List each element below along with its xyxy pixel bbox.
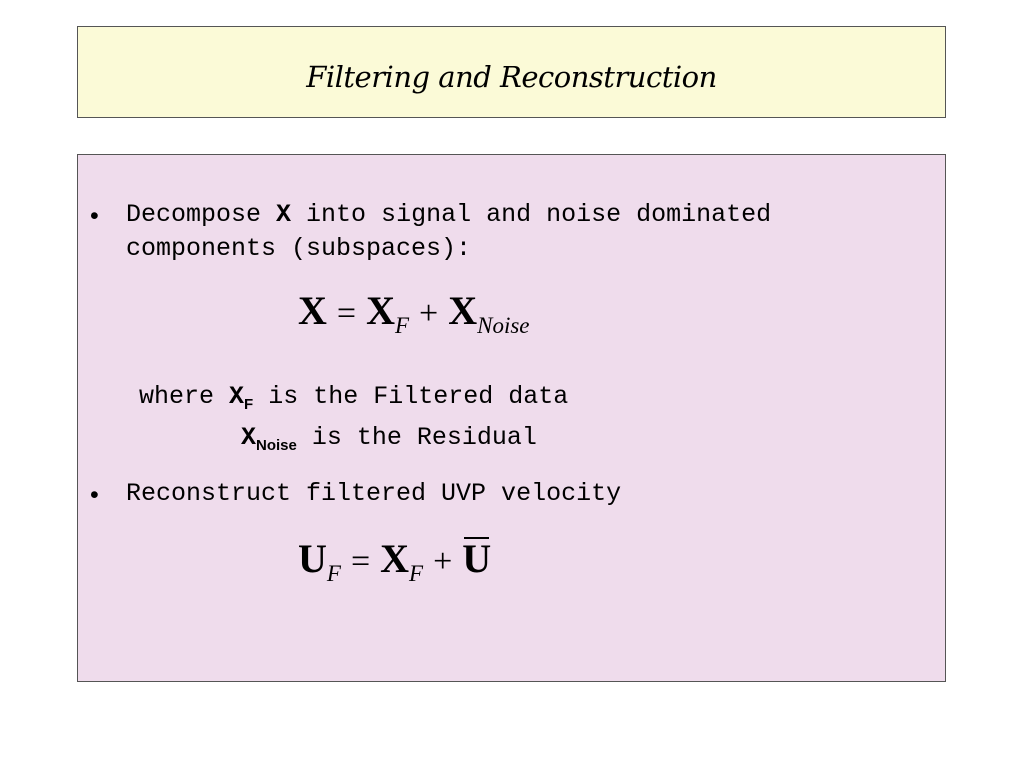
bullet-1-symbol: X [276, 200, 292, 229]
bullet-2-line-1: Reconstruct filtered UVP velocity [126, 479, 622, 508]
slide-title: Filtering and Reconstruction [306, 60, 717, 94]
eq1-plus: + [419, 295, 439, 332]
bullet-2-marker: • [90, 481, 99, 509]
xf-text: is the Filtered data [253, 382, 569, 411]
eq2-term2-mean: U [462, 536, 492, 581]
eq2-equals: = [350, 543, 371, 580]
eq1-term2: X [448, 288, 478, 333]
xf-sub: F [244, 396, 254, 413]
eq1-lhs: X [298, 288, 327, 333]
eq2-plus: + [433, 543, 453, 580]
eq2-term1: X [380, 536, 410, 581]
where-label: where [139, 382, 230, 411]
eq2-term1-sub: F [409, 561, 424, 586]
bullet-1-line-2: components (subspaces): [126, 234, 472, 263]
bullet-1-text-after: into signal and noise dominated [291, 200, 772, 229]
content-box: • Decompose X into signal and noise domi… [77, 154, 946, 682]
title-box: Filtering and Reconstruction [77, 26, 946, 118]
bullet-1-marker: • [90, 202, 99, 230]
eq2-lhs: U [298, 536, 327, 581]
eq1-term1-sub: F [394, 313, 410, 338]
eq1-term2-sub: Noise [477, 313, 530, 338]
where-line-noise: XNoise is the Residual [241, 421, 537, 457]
eq1-term1: X [366, 288, 395, 333]
xnoise-text: is the Residual [296, 423, 537, 452]
equation-reconstruction: UF=XF+U [298, 535, 492, 586]
bullet-1-text-before: Decompose [126, 200, 277, 229]
equation-decomposition: X=XF+XNoise [298, 287, 530, 338]
where-line-filtered: where XF is the Filtered data [139, 380, 568, 416]
bullet-1-line-1: Decompose X into signal and noise domina… [126, 198, 771, 232]
xnoise-symbol: X [241, 423, 257, 452]
xf-symbol: X [229, 382, 245, 411]
eq2-lhs-sub: F [326, 561, 341, 586]
eq1-equals: = [336, 295, 357, 332]
xnoise-sub: Noise [256, 437, 297, 454]
